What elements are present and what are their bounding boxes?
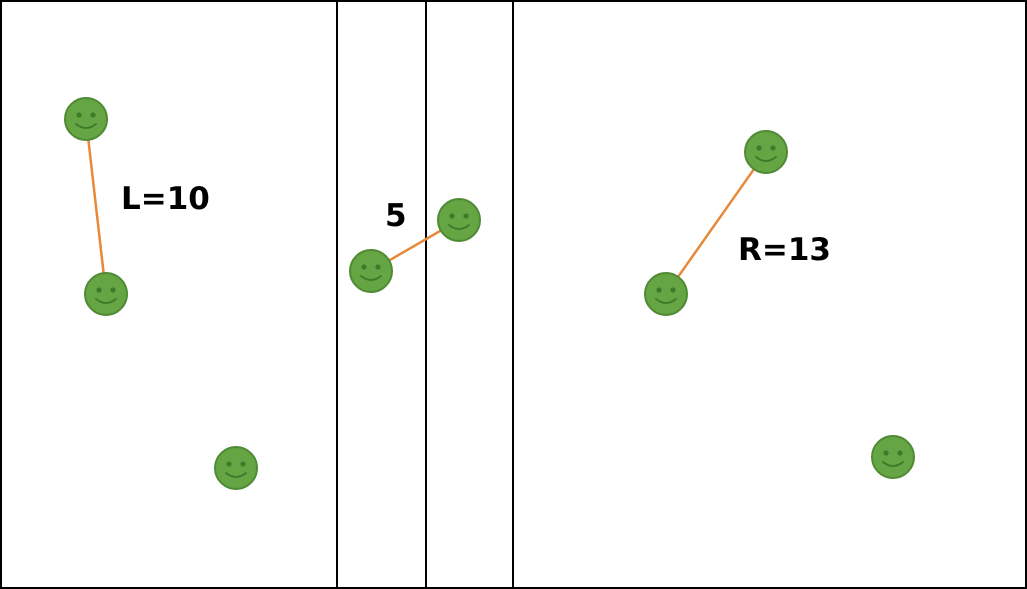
smiley-face-icon [744, 130, 788, 174]
right-closest-pair-edge [664, 150, 768, 296]
smiley-face-icon [64, 97, 108, 141]
smiley-face-icon [84, 272, 128, 316]
strip-distance-label: 5 [385, 198, 407, 234]
smiley-face-icon [871, 435, 915, 479]
left-distance-label: L=10 [121, 181, 210, 217]
smiley-face-icon [214, 446, 258, 490]
smiley-face-icon [644, 272, 688, 316]
point-nodes [64, 97, 915, 490]
left-closest-pair-edge [84, 117, 108, 296]
right-distance-label: R=13 [738, 232, 831, 268]
smiley-face-icon [437, 198, 481, 242]
smiley-face-icon [349, 249, 393, 293]
